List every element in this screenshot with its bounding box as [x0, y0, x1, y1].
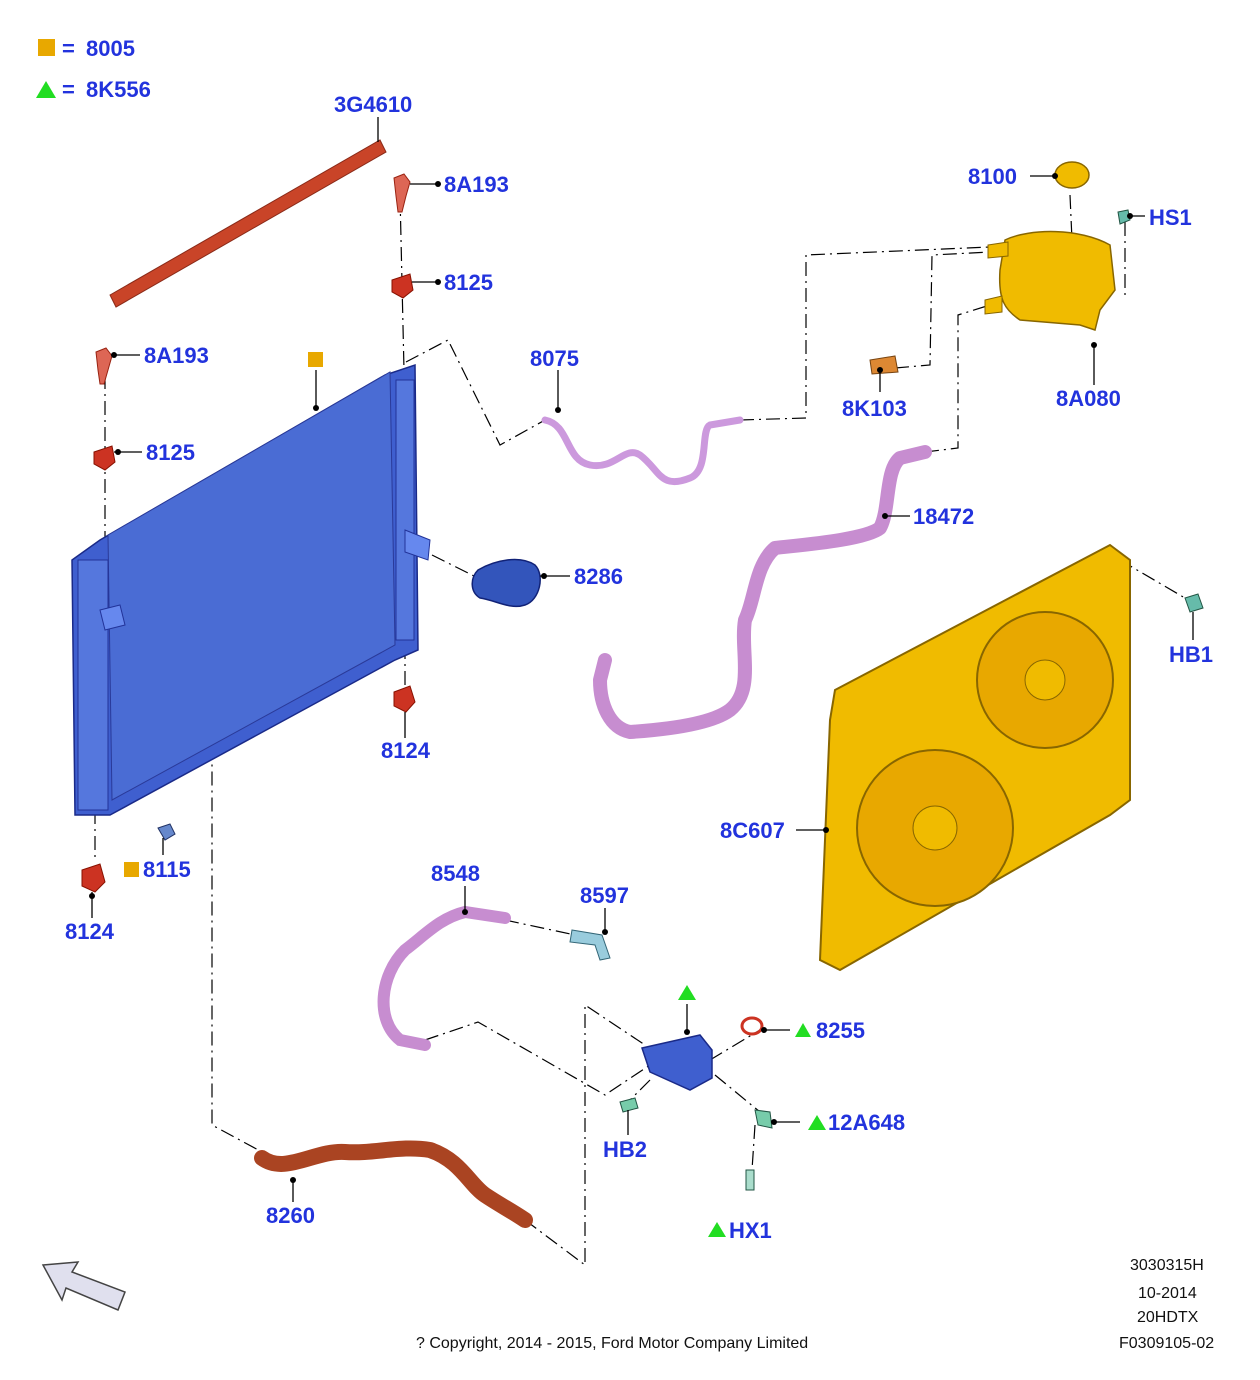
label-8260: 8260	[266, 1203, 315, 1228]
bolt-hb2	[619, 1097, 639, 1113]
label-12a648: 12A648	[828, 1110, 905, 1135]
footer-figure: F0309105-02	[1119, 1335, 1214, 1352]
legend-square-icon	[38, 39, 55, 56]
legend: = 8005 = 8K556	[36, 36, 151, 102]
label-8255: 8255	[816, 1018, 865, 1043]
isolator-bottom-left	[81, 863, 106, 893]
part-labels: 3G4610 8A193 8125 8A193 8125 8075 8100 H…	[65, 92, 1213, 1243]
screw-hs1	[1117, 209, 1131, 225]
label-3g4610: 3G4610	[334, 92, 412, 117]
label-8124-right: 8124	[381, 738, 431, 763]
bracket-top-right	[393, 173, 411, 213]
hose-8260	[254, 1140, 533, 1228]
label-8a193-left: 8A193	[144, 343, 209, 368]
legend-equals-2: =	[62, 77, 75, 102]
label-8075: 8075	[530, 346, 579, 371]
hose-8548	[377, 905, 511, 1051]
label-8k103: 8K103	[842, 396, 907, 421]
label-18472: 18472	[913, 504, 974, 529]
sensor-8k103	[869, 355, 899, 375]
label-8125-left: 8125	[146, 440, 195, 465]
label-8c607: 8C607	[720, 818, 785, 843]
marker-triangle-12a648	[808, 1115, 826, 1130]
label-8286: 8286	[574, 564, 623, 589]
label-8115: 8115	[143, 857, 191, 882]
label-8a080: 8A080	[1056, 386, 1121, 411]
label-hb2: HB2	[603, 1137, 647, 1162]
leaders	[89, 117, 1194, 1202]
reservoir-cap	[1054, 161, 1090, 189]
label-hb1: HB1	[1169, 642, 1213, 667]
legend-triangle-icon	[36, 81, 56, 98]
isolator-bottom-right	[393, 685, 416, 713]
seal-strip	[109, 139, 387, 308]
connector-8597	[569, 929, 611, 961]
hose-8075	[541, 416, 744, 486]
marker-triangle-hx1	[708, 1222, 726, 1237]
footer-date: 10-2014	[1138, 1285, 1197, 1302]
label-8124-left: 8124	[65, 919, 115, 944]
stud-hx1	[745, 1169, 755, 1191]
radiator	[71, 363, 431, 816]
thermostat-housing	[641, 1034, 713, 1091]
label-8a193-top: 8A193	[444, 172, 509, 197]
label-8548: 8548	[431, 861, 480, 886]
marker-square-radiator	[308, 352, 323, 367]
legend-square-code: 8005	[86, 36, 135, 61]
label-8597: 8597	[580, 883, 629, 908]
label-hx1: HX1	[729, 1218, 772, 1243]
sensor-12a648	[754, 1109, 773, 1129]
marker-square-8115	[124, 862, 139, 877]
bolt-hb1	[1184, 593, 1204, 613]
isolator-top-left	[93, 445, 116, 471]
o-ring-8255	[740, 1016, 764, 1036]
drain-plug	[157, 823, 176, 841]
marker-triangle-8255	[795, 1023, 811, 1037]
hose-18472	[593, 445, 932, 739]
hose-8286	[471, 558, 541, 608]
bracket-top-left	[95, 347, 113, 385]
label-8125-top: 8125	[444, 270, 493, 295]
marker-triangle-thermostat	[678, 985, 696, 1000]
fan-shroud	[818, 543, 1131, 972]
footer-copyright: ? Copyright, 2014 - 2015, Ford Motor Com…	[416, 1335, 808, 1352]
label-hs1: HS1	[1149, 205, 1192, 230]
coolant-reservoir	[984, 230, 1116, 331]
direction-arrow-icon	[41, 1261, 126, 1311]
footer-code: 3030315H	[1130, 1257, 1204, 1274]
legend-equals: =	[62, 36, 75, 61]
footer: 3030315H 10-2014 20HDTX F0309105-02 ? Co…	[416, 1257, 1214, 1352]
legend-triangle-code: 8K556	[86, 77, 151, 102]
isolator-top-right	[391, 273, 414, 299]
footer-model: 20HDTX	[1137, 1309, 1199, 1326]
label-8100: 8100	[968, 164, 1017, 189]
